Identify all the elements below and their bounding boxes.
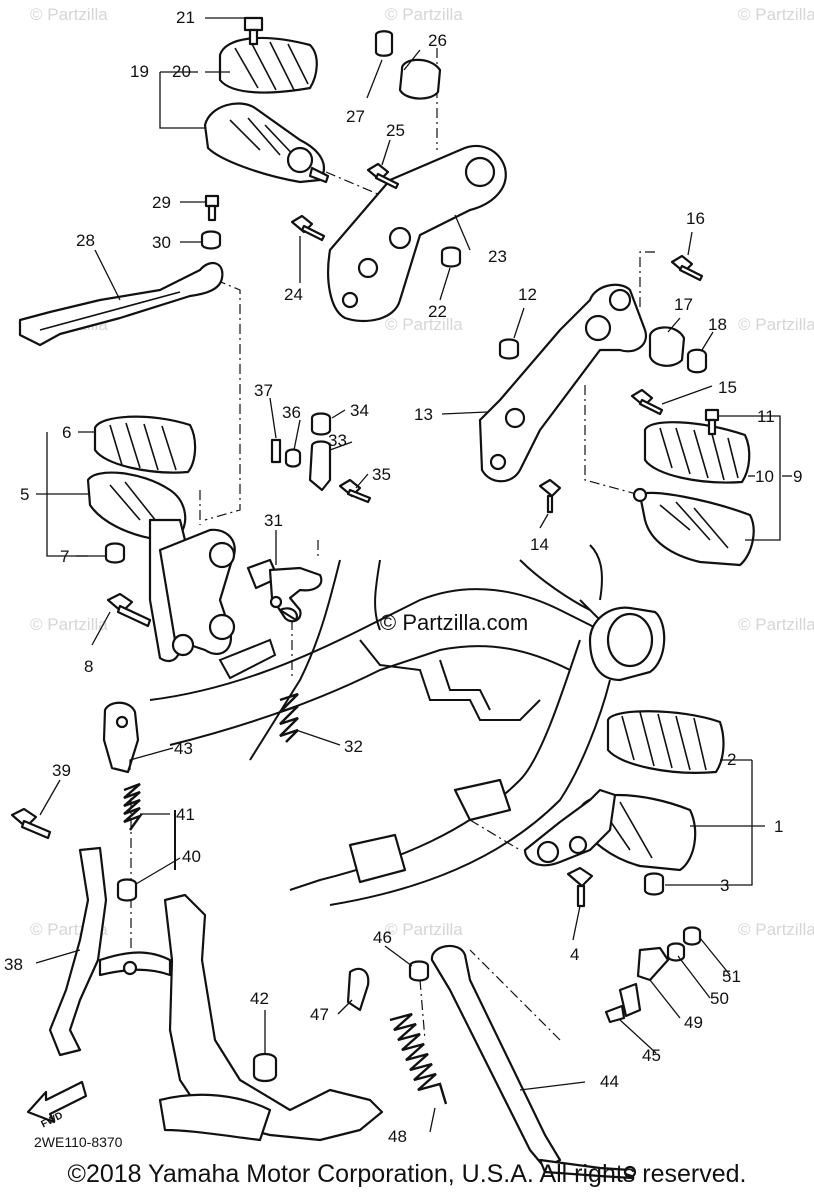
callout-7: 7 <box>60 547 69 566</box>
watermark-text: © Partzilla <box>385 5 463 24</box>
callout-leaders <box>35 17 792 1133</box>
callout-9: 9 <box>793 467 802 486</box>
callout-28: 28 <box>76 231 95 250</box>
callout-34: 34 <box>350 401 369 420</box>
callout-30: 30 <box>152 233 171 252</box>
callout-24: 24 <box>284 285 303 304</box>
callout-41: 41 <box>176 805 195 824</box>
rear-footrest-left <box>203 16 330 184</box>
callout-50: 50 <box>710 989 729 1008</box>
watermark-text: © Partzilla <box>30 5 108 24</box>
callout-29: 29 <box>152 193 171 212</box>
diagram-code: 2WE110-8370 <box>34 1134 123 1150</box>
callout-12: 12 <box>518 285 537 304</box>
callout-38: 38 <box>4 955 23 974</box>
watermark-text: © Partzilla <box>385 315 463 334</box>
callout-25: 25 <box>386 121 405 140</box>
side-stand <box>346 926 702 1180</box>
callout-37: 37 <box>254 381 273 400</box>
bracket-13 <box>478 254 708 514</box>
callout-16: 16 <box>686 209 705 228</box>
callout-51: 51 <box>722 967 741 986</box>
callout-45: 45 <box>642 1046 661 1065</box>
callout-43: 43 <box>174 739 193 758</box>
watermark-text: © Partzilla <box>385 920 463 939</box>
watermark-text: © Partzilla <box>738 920 814 939</box>
center-stand <box>10 701 384 1142</box>
callout-47: 47 <box>310 1005 329 1024</box>
front-footrest-left <box>86 415 236 663</box>
watermark-text: © Partzilla <box>738 5 814 24</box>
shift-lever <box>18 194 224 347</box>
callout-33: 33 <box>328 431 347 450</box>
callout-42: 42 <box>250 989 269 1008</box>
callout-14: 14 <box>530 535 549 554</box>
assembly-leaders <box>130 48 655 1041</box>
callout-17: 17 <box>674 295 693 314</box>
callout-48: 48 <box>388 1127 407 1146</box>
callout-27: 27 <box>346 107 365 126</box>
callout-20: 20 <box>172 62 191 81</box>
callout-3: 3 <box>720 876 729 895</box>
callout-18: 18 <box>708 315 727 334</box>
shift-linkage <box>246 412 372 743</box>
frame-outline <box>149 544 666 906</box>
center-watermark: © Partzilla.com <box>380 610 528 635</box>
callout-23: 23 <box>488 247 507 266</box>
callout-1: 1 <box>774 817 783 836</box>
copyright-notice: ©2018 Yamaha Motor Corporation, U.S.A. A… <box>67 1160 747 1188</box>
callout-2: 2 <box>727 750 736 769</box>
callout-46: 46 <box>373 928 392 947</box>
callout-40: 40 <box>182 847 201 866</box>
callout-35: 35 <box>372 465 391 484</box>
front-footrest-right <box>523 710 725 908</box>
watermark-text: © Partzilla <box>738 615 814 634</box>
callout-19: 19 <box>130 62 149 81</box>
callout-10: 10 <box>755 467 774 486</box>
callout-31: 31 <box>264 511 283 530</box>
callout-32: 32 <box>344 737 363 756</box>
callout-4: 4 <box>570 945 579 964</box>
callout-13: 13 <box>414 405 433 424</box>
callout-15: 15 <box>718 378 737 397</box>
callout-36: 36 <box>282 403 301 422</box>
callout-5: 5 <box>20 485 29 504</box>
watermark-text: © Partzilla <box>738 315 814 334</box>
callout-21: 21 <box>176 8 195 27</box>
callout-49: 49 <box>684 1013 703 1032</box>
bracket-23 <box>290 30 507 322</box>
callout-11: 11 <box>757 407 775 426</box>
watermark-text: © Partzilla <box>30 615 108 634</box>
callout-39: 39 <box>52 761 71 780</box>
rear-footrest-right <box>632 408 755 567</box>
callout-26: 26 <box>428 31 447 50</box>
callout-22: 22 <box>428 302 447 321</box>
callout-6: 6 <box>62 423 71 442</box>
callout-44: 44 <box>600 1072 619 1091</box>
callout-8: 8 <box>84 657 93 676</box>
